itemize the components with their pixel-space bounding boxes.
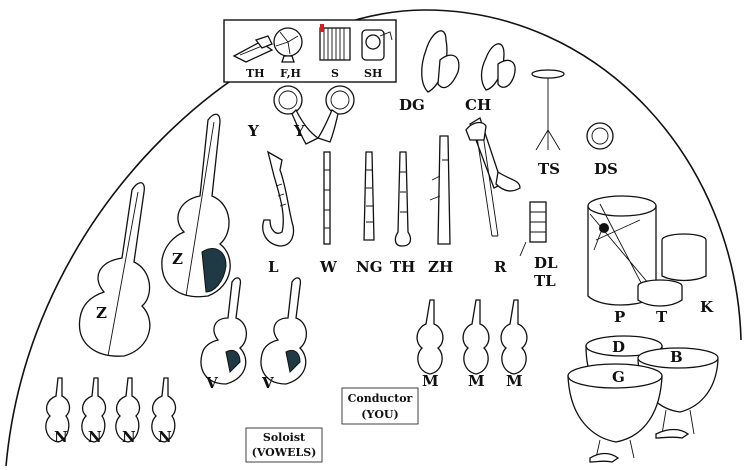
conductor-box: Conductor (YOU) bbox=[342, 388, 418, 424]
trombone-icon bbox=[466, 118, 520, 236]
cymbal-label-dg: DG bbox=[399, 96, 425, 114]
violin-label-2: N bbox=[88, 428, 102, 446]
sound-effects-box: TH F,H S SH bbox=[224, 20, 396, 82]
saxophone-icon bbox=[263, 152, 294, 246]
dl-label: DL bbox=[534, 254, 558, 272]
cello-icon bbox=[201, 278, 306, 384]
conductor-label: Conductor bbox=[348, 392, 413, 405]
clarinet-label: TH bbox=[390, 258, 415, 276]
timpani-label-g: G bbox=[612, 368, 625, 386]
suspended-cymbal-icon bbox=[532, 70, 564, 150]
oboe-label: NG bbox=[356, 258, 383, 276]
french-horn-icon bbox=[274, 86, 354, 144]
oboe-icon bbox=[364, 152, 374, 240]
ds-label: DS bbox=[594, 160, 618, 178]
bassoon-label: ZH bbox=[428, 258, 453, 276]
effect-label-s: S bbox=[331, 67, 339, 80]
horn-label-1: Y bbox=[247, 122, 259, 140]
viola-label-1: M bbox=[422, 372, 439, 390]
violin-label-3: N bbox=[122, 428, 136, 446]
chimes-icon bbox=[520, 202, 546, 256]
tl-label: TL bbox=[534, 272, 556, 290]
effect-label-fh: F,H bbox=[280, 67, 301, 80]
sax-label: L bbox=[268, 258, 279, 276]
viola-label-2: M bbox=[468, 372, 485, 390]
tenor-drum-label: K bbox=[700, 298, 714, 316]
soloist-vowels-label: (VOWELS) bbox=[252, 446, 317, 459]
cymbals-icon bbox=[422, 31, 515, 92]
effect-label-th: TH bbox=[246, 67, 265, 80]
ts-label: TS bbox=[538, 160, 560, 178]
viola-label-3: M bbox=[506, 372, 523, 390]
cymbal-label-ch: CH bbox=[465, 96, 491, 114]
snare-label: T bbox=[656, 308, 668, 326]
effect-label-sh: SH bbox=[364, 67, 382, 80]
horn-label-2: Y bbox=[293, 122, 305, 140]
tenor-drum-icon bbox=[662, 234, 706, 281]
viola-icon bbox=[417, 300, 527, 374]
timpani-icon bbox=[568, 336, 718, 462]
trombone-label: R bbox=[494, 258, 507, 276]
bassoon-icon bbox=[430, 136, 450, 244]
timpani-label-b: B bbox=[670, 348, 683, 366]
bass-drum-label: P bbox=[614, 308, 625, 326]
bass-label-2: Z bbox=[96, 304, 107, 322]
soloist-label: Soloist bbox=[263, 431, 306, 444]
violin-label-1: N bbox=[54, 428, 68, 446]
snare-drum-icon bbox=[638, 280, 682, 306]
timpani-label-d: D bbox=[612, 338, 625, 356]
clarinet-icon bbox=[395, 152, 410, 246]
bass-label-1: Z bbox=[172, 250, 183, 268]
conductor-you-label: (YOU) bbox=[361, 408, 398, 421]
flute-icon bbox=[324, 152, 330, 244]
flute-label: W bbox=[319, 258, 338, 276]
cello-label-2: V bbox=[261, 374, 274, 392]
cello-label-1: V bbox=[205, 374, 218, 392]
tambourine-icon bbox=[587, 123, 613, 149]
radiator-icon bbox=[320, 24, 350, 60]
violin-label-4: N bbox=[158, 428, 172, 446]
soloist-box: Soloist (VOWELS) bbox=[246, 428, 322, 462]
